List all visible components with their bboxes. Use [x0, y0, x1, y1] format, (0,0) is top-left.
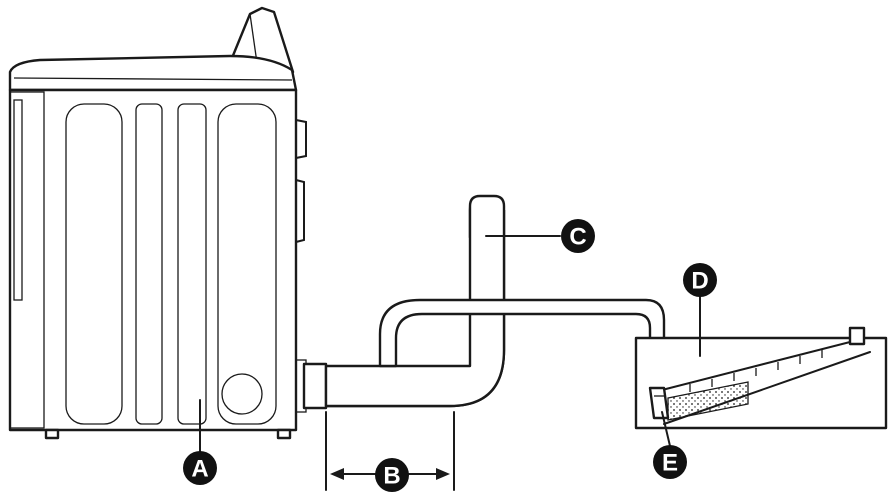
washer-cabinet: [8, 88, 298, 432]
hose-upright-section: [324, 194, 506, 408]
callout-e: E: [653, 445, 687, 479]
callout-c: C: [561, 219, 595, 253]
washer-access-port: [221, 373, 263, 415]
washer-panel-3: [177, 103, 207, 425]
callout-d-label: D: [691, 268, 708, 295]
leader-lines: [199, 235, 701, 453]
callout-e-label: E: [662, 450, 678, 477]
callout-c-label: C: [569, 224, 586, 251]
callout-a: A: [183, 451, 217, 485]
callout-a-label: A: [191, 456, 208, 483]
washer: [8, 6, 307, 440]
hose-end-in-tub: [648, 386, 670, 420]
washer-panel-1: [65, 103, 123, 425]
washer-foot-right: [276, 428, 292, 440]
washer-panel-2: [135, 103, 163, 425]
drain-hose: [302, 194, 666, 410]
callout-b: B: [375, 458, 409, 492]
washer-panel-4: [217, 103, 277, 425]
laundry-tub: [634, 326, 888, 430]
water-level-ticks: [689, 350, 823, 392]
washer-foot-left: [44, 428, 60, 440]
callout-d: D: [683, 263, 717, 297]
washer-lid: [8, 54, 298, 92]
callout-b-label: B: [383, 463, 400, 490]
